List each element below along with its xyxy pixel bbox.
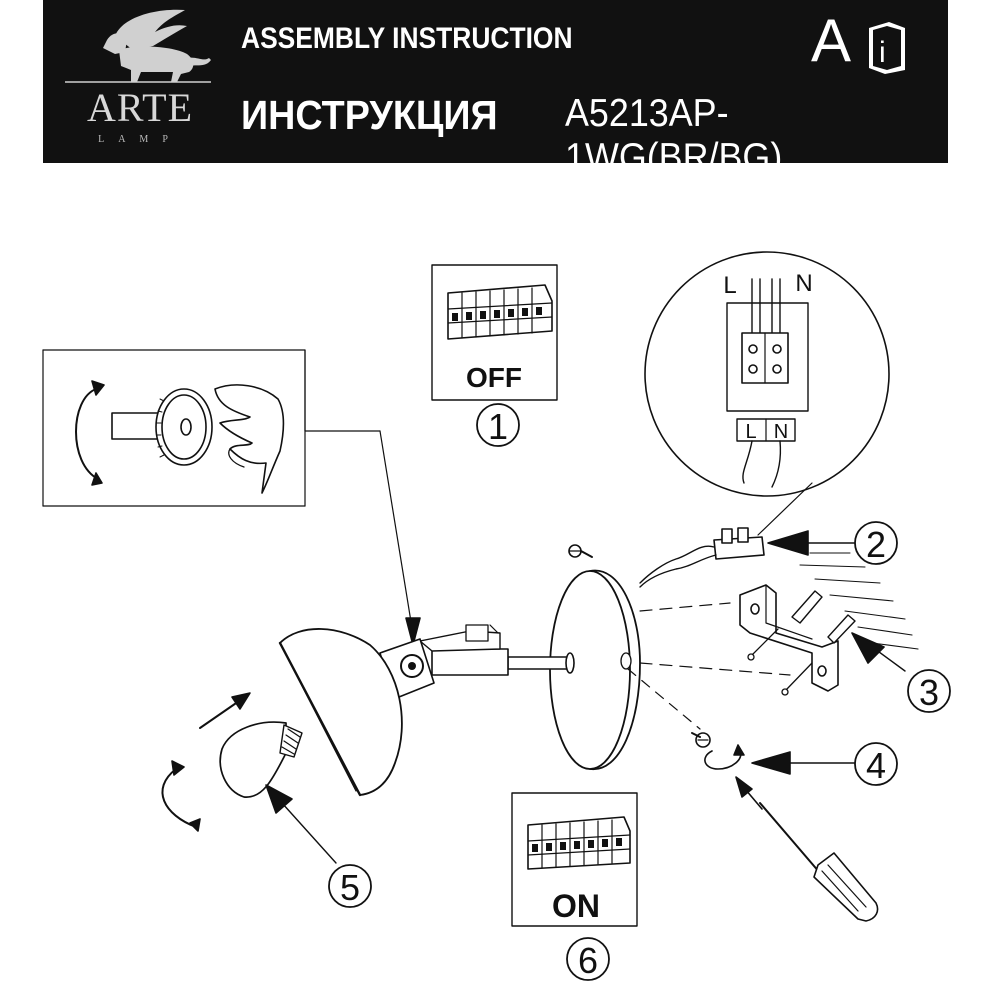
wall-plate-icon <box>549 569 641 770</box>
griffin-logo-icon <box>65 9 211 83</box>
terminal-connector-icon <box>639 527 765 588</box>
header-banner: ARTE LAMP ASSEMBLY INSTRUCTION ИНСТРУКЦИ… <box>43 0 948 179</box>
panel-switch-off: OFF <box>431 264 558 401</box>
dowel-icon <box>791 590 856 644</box>
screw-icon <box>747 628 813 696</box>
wiring-detail: L N L N <box>644 251 890 497</box>
wire-label-n: N <box>795 270 812 297</box>
info-mark: i <box>879 36 886 69</box>
rotate-arrow-icon <box>75 380 105 486</box>
small-screw-icon <box>568 544 593 558</box>
rotate-arrow-icon <box>161 760 201 832</box>
panel-knob-detail <box>42 349 381 507</box>
info-book-icon: i <box>869 22 905 74</box>
step-2-number: 2 <box>866 524 886 565</box>
wall-hatching <box>799 552 919 650</box>
step-1-marker: 1 <box>476 403 520 447</box>
pointer-arrow-icon <box>265 784 293 814</box>
panel-switch-on: ON <box>511 792 638 927</box>
pointer-arrow-icon <box>851 632 885 664</box>
assembly-diagram: OFF 1 ON <box>42 251 951 981</box>
brand-name: ARTE <box>86 85 194 130</box>
pointer-arrow-icon <box>735 776 753 798</box>
terminal-block-off-icon <box>447 284 553 340</box>
step-3-marker: 3 <box>907 669 951 713</box>
wire-label-l-box: L <box>745 421 756 443</box>
step-6-marker: 6 <box>566 937 610 981</box>
mounting-bracket-icon <box>739 584 839 692</box>
step-2-marker: 2 <box>854 521 898 565</box>
title-russian: ИНСТРУКЦИЯ <box>241 92 498 138</box>
pointer-arrow-icon <box>751 751 791 775</box>
light-bulb-icon <box>219 721 303 798</box>
terminal-block-on-icon <box>527 816 631 870</box>
switch-off-label: OFF <box>466 362 522 393</box>
knob-icon <box>111 388 213 466</box>
hand-icon <box>214 384 285 494</box>
wire-label-l: L <box>723 272 736 299</box>
model-number: A5213AP-1WG(BR/BG) <box>565 92 783 179</box>
insert-arrow-icon <box>231 692 251 710</box>
step-5-marker: 5 <box>328 864 372 908</box>
wire-label-n-box: N <box>774 421 788 443</box>
step-6-number: 6 <box>578 940 598 981</box>
lamp-arm-icon <box>379 624 575 700</box>
step-3-number: 3 <box>919 672 939 713</box>
lamp-shade-icon <box>278 628 403 797</box>
step-1-number: 1 <box>488 406 508 447</box>
step-5-number: 5 <box>340 867 360 908</box>
pointer-arrow-icon <box>767 530 809 556</box>
language-mark: A <box>811 7 852 74</box>
brand-subtitle: LAMP <box>98 134 182 145</box>
rotate-arrow-icon <box>704 744 745 770</box>
screwdriver-icon <box>759 802 879 922</box>
step-4-marker: 4 <box>854 742 898 786</box>
pointer-arrow-icon <box>405 617 421 646</box>
side-screw-icon <box>691 732 711 748</box>
step-4-number: 4 <box>866 745 886 786</box>
switch-on-label: ON <box>552 888 600 924</box>
title-english: ASSEMBLY INSTRUCTION <box>241 22 573 55</box>
